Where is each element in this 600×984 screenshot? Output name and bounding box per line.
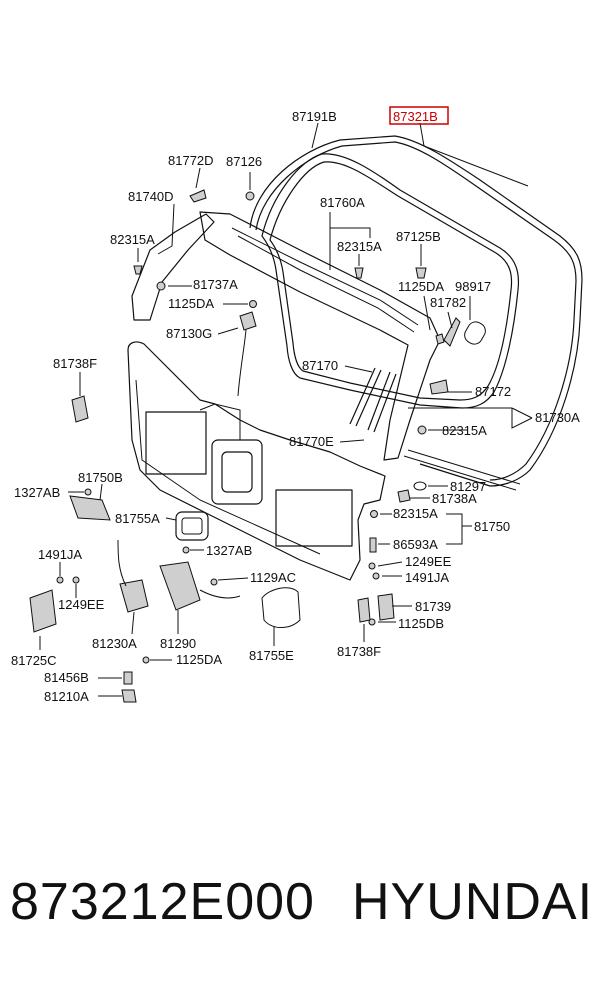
screw-1327AB-center — [182, 546, 190, 554]
side-garnish-left — [131, 213, 215, 321]
plug-86593A — [369, 537, 377, 553]
bracket-81725C — [29, 589, 57, 633]
bracket-81772D — [189, 189, 207, 203]
clip-81737A — [156, 281, 166, 291]
clip-82315A-lower — [370, 510, 378, 518]
footer: 873212E000 HYUNDAI — [0, 872, 600, 952]
latch-81290 — [159, 561, 241, 611]
actuator-87130G — [237, 311, 257, 397]
label-81739: 81739 — [415, 599, 451, 614]
label-87172: 87172 — [475, 384, 511, 399]
label-81725C: 81725C — [11, 653, 57, 668]
label-87191B: 87191B — [292, 109, 337, 124]
label-1129AC: 1129AC — [250, 570, 296, 585]
clip-82315A-right — [417, 425, 427, 435]
brand-name: HYUNDAI — [352, 873, 594, 931]
label-1125DA-lower: 1125DA — [176, 652, 222, 667]
screw-1327AB-left — [84, 488, 92, 496]
label-82315A-center: 82315A — [337, 239, 382, 254]
nut-1491JA-left — [56, 576, 64, 584]
label-87170: 87170 — [302, 358, 338, 373]
screw-1249EE-left — [72, 576, 80, 584]
bolt-81456B — [123, 671, 133, 685]
label-1125DA-right: 1125DA — [398, 279, 444, 294]
label-81760A: 81760A — [320, 195, 365, 210]
label-81738A: 81738A — [432, 491, 477, 506]
label-81740D: 81740D — [128, 189, 174, 204]
label-81750-right: 81750 — [474, 519, 510, 534]
label-81755E: 81755E — [249, 648, 294, 663]
part-number: 873212E000 — [10, 873, 315, 931]
label-81290: 81290 — [160, 636, 196, 651]
highlight-box-87321B — [389, 106, 449, 125]
screw-1129AC — [210, 578, 218, 586]
bolt-1125DA-lower — [142, 656, 150, 664]
clip-82315A-center — [354, 267, 364, 279]
latch-81230A — [117, 539, 149, 613]
leader-lines — [39, 122, 533, 697]
label-81755A: 81755A — [115, 511, 160, 526]
bolt-1125DA-upper — [249, 300, 257, 308]
label-82315A-upper-left: 82315A — [110, 232, 155, 247]
label-1327AB-center: 1327AB — [206, 543, 252, 558]
label-81782: 81782 — [430, 295, 466, 310]
label-81297: 81297 — [450, 479, 486, 494]
label-81730A: 81730A — [535, 410, 580, 425]
seal-81755A — [175, 511, 209, 541]
label-87130G: 87130G — [166, 326, 212, 341]
label-81738F-bottom: 81738F — [337, 644, 381, 659]
label-1125DA-upper: 1125DA — [168, 296, 214, 311]
label-81210A: 81210A — [44, 689, 89, 704]
tailgate-inner-panel — [127, 341, 386, 581]
label-1125DB: 1125DB — [398, 616, 444, 631]
part-labels: 87321B 87191B 81772D 87126 81740D 81760A… — [11, 109, 580, 704]
screw-1125DB — [368, 618, 376, 626]
lift-cable — [403, 449, 521, 491]
label-81230A: 81230A — [92, 636, 137, 651]
label-86593A: 86593A — [393, 537, 438, 552]
cap-98917 — [464, 321, 486, 345]
tailgate-weatherstrip-inner — [261, 153, 520, 409]
label-87321B: 87321B — [393, 109, 438, 124]
label-82315A-lower: 82315A — [393, 506, 438, 521]
fastener-87126 — [245, 172, 255, 201]
cover-81755E — [261, 587, 301, 628]
bracket-81739 — [377, 593, 395, 621]
label-81456B: 81456B — [44, 670, 89, 685]
nut-1491JA-right — [372, 572, 380, 580]
label-1249EE-right: 1249EE — [405, 554, 452, 569]
label-1491JA-left: 1491JA — [38, 547, 82, 562]
fastener-87125B — [415, 267, 427, 279]
bracket-87172 — [429, 379, 449, 395]
gas-struts — [349, 367, 397, 433]
label-81770E: 81770E — [289, 434, 334, 449]
bumper-81738F-left — [71, 395, 89, 423]
screw-1249EE-right — [368, 562, 376, 570]
striker-81210A — [121, 689, 137, 703]
label-81750B: 81750B — [78, 470, 123, 485]
label-98917: 98917 — [455, 279, 491, 294]
upper-garnish-trim — [199, 211, 441, 461]
clip-82315A-upper-left — [133, 265, 143, 275]
label-87125B: 87125B — [396, 229, 441, 244]
label-81738F-left: 81738F — [53, 356, 97, 371]
label-87126: 87126 — [226, 154, 262, 169]
bracket-81782 — [443, 317, 461, 347]
label-81772D: 81772D — [168, 153, 214, 168]
label-1249EE-left: 1249EE — [58, 597, 105, 612]
label-81737A: 81737A — [193, 277, 238, 292]
label-1491JA-right: 1491JA — [405, 570, 449, 585]
bumper-81738F-bottom — [357, 597, 371, 623]
grommet-81297 — [413, 481, 427, 491]
label-82315A-right: 82315A — [442, 423, 487, 438]
handle-switch-81750B — [69, 495, 111, 521]
label-1327AB-left: 1327AB — [14, 485, 60, 500]
bolt-1125DA-right — [435, 333, 445, 345]
bumper-81738A — [397, 489, 411, 503]
